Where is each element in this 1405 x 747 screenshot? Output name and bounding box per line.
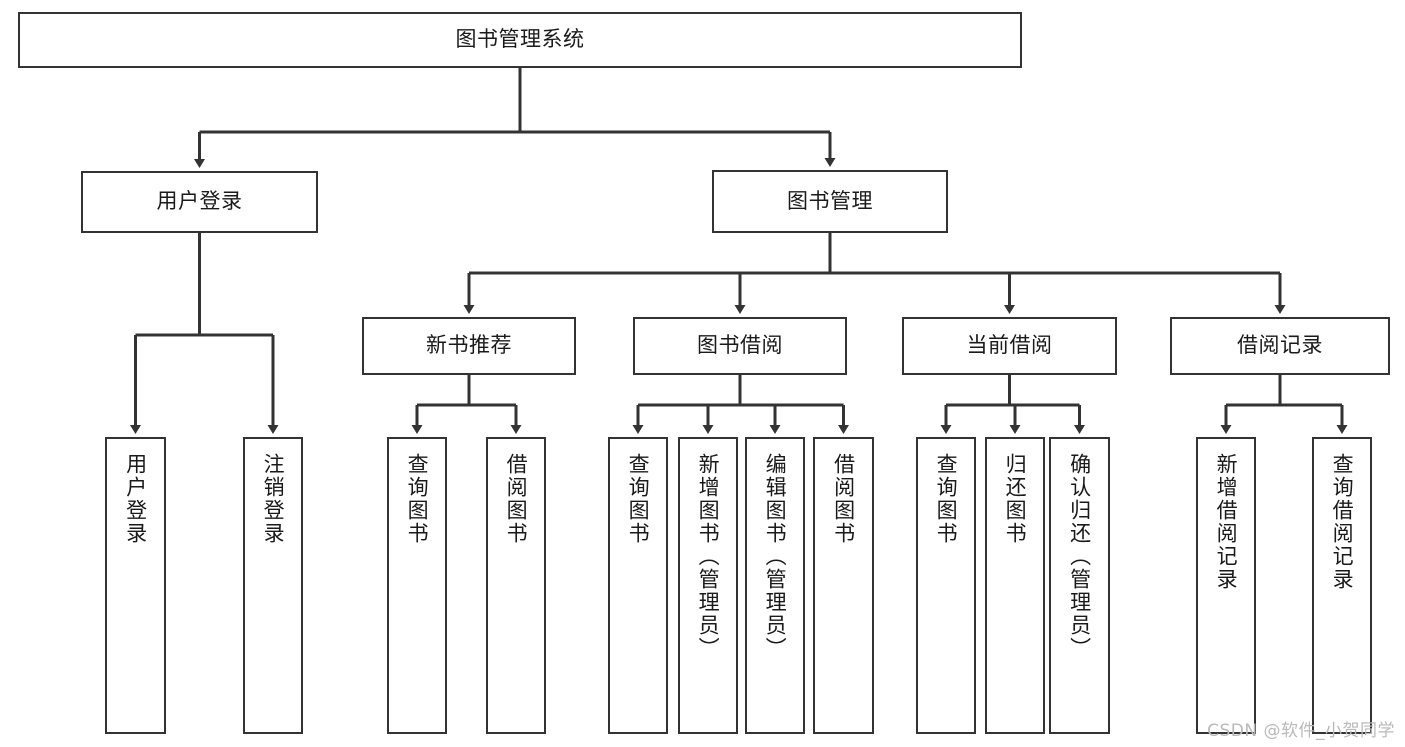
leaf-borrow-book-label: 借阅图书 bbox=[831, 453, 856, 545]
node-book-management[interactable]: 图书管理 bbox=[712, 170, 948, 233]
leaf-borrow-book-recommend[interactable]: 借阅图书 bbox=[486, 437, 546, 734]
node-current-borrow-label: 当前借阅 bbox=[966, 333, 1053, 358]
node-root[interactable]: 图书管理系统 bbox=[18, 12, 1022, 68]
leaf-borrow-book-recommend-label: 借阅图书 bbox=[504, 453, 529, 545]
node-new-book-recommend[interactable]: 新书推荐 bbox=[362, 317, 576, 375]
leaf-query-borrow-record-label: 查询借阅记录 bbox=[1330, 453, 1355, 591]
leaf-borrow-book[interactable]: 借阅图书 bbox=[813, 437, 874, 734]
leaf-query-book-label: 查询图书 bbox=[626, 453, 651, 545]
leaf-user-login[interactable]: 用户登录 bbox=[105, 437, 166, 734]
node-book-borrow[interactable]: 图书借阅 bbox=[633, 317, 847, 375]
leaf-add-book-admin[interactable]: 新增图书（管理员） bbox=[678, 437, 738, 734]
leaf-add-borrow-record-label: 新增借阅记录 bbox=[1214, 453, 1239, 591]
leaf-add-borrow-record[interactable]: 新增借阅记录 bbox=[1196, 437, 1256, 734]
leaf-add-book-admin-label: 新增图书（管理员） bbox=[696, 453, 721, 660]
node-user-login-label: 用户登录 bbox=[156, 189, 243, 214]
node-book-management-label: 图书管理 bbox=[787, 188, 873, 213]
leaf-query-book-current[interactable]: 查询图书 bbox=[916, 437, 976, 734]
node-root-label: 图书管理系统 bbox=[455, 27, 585, 52]
node-current-borrow[interactable]: 当前借阅 bbox=[902, 317, 1117, 375]
leaf-query-book-recommend-label: 查询图书 bbox=[405, 453, 430, 545]
leaf-logout-label: 注销登录 bbox=[261, 453, 286, 545]
leaf-edit-book-admin[interactable]: 编辑图书（管理员） bbox=[745, 437, 805, 734]
leaf-return-book[interactable]: 归还图书 bbox=[985, 437, 1045, 734]
leaf-query-book-current-label: 查询图书 bbox=[934, 453, 959, 545]
leaf-user-login-label: 用户登录 bbox=[123, 453, 148, 545]
node-book-borrow-label: 图书借阅 bbox=[697, 333, 783, 358]
leaf-confirm-return-admin-label: 确认归还（管理员） bbox=[1067, 453, 1092, 660]
node-user-login[interactable]: 用户登录 bbox=[81, 171, 318, 233]
leaf-confirm-return-admin[interactable]: 确认归还（管理员） bbox=[1049, 437, 1110, 734]
node-borrow-records-label: 借阅记录 bbox=[1237, 333, 1323, 358]
node-borrow-records[interactable]: 借阅记录 bbox=[1170, 317, 1390, 375]
leaf-edit-book-admin-label: 编辑图书（管理员） bbox=[763, 453, 788, 660]
leaf-query-book-recommend[interactable]: 查询图书 bbox=[387, 437, 447, 734]
leaf-query-book[interactable]: 查询图书 bbox=[608, 437, 668, 734]
leaf-logout[interactable]: 注销登录 bbox=[243, 437, 303, 734]
leaf-return-book-label: 归还图书 bbox=[1003, 453, 1028, 545]
node-new-book-recommend-label: 新书推荐 bbox=[426, 333, 512, 358]
leaf-query-borrow-record[interactable]: 查询借阅记录 bbox=[1312, 437, 1372, 734]
watermark: CSDN @软件_小贺同学 bbox=[1207, 721, 1395, 741]
